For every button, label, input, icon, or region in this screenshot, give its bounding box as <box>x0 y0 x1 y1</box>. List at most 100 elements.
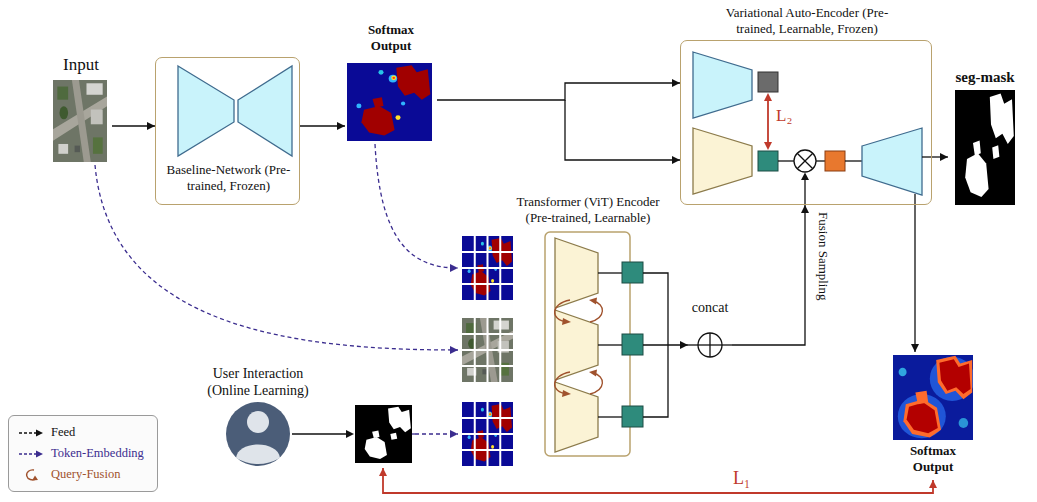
vae-internals-part <box>797 153 813 169</box>
node-label: Softmax Output <box>898 443 968 474</box>
legend-sample <box>17 447 45 461</box>
user-icon-part <box>226 402 290 466</box>
arrow-head <box>337 122 345 130</box>
token-tiles-part <box>462 236 513 300</box>
vit-encoder-internals-part <box>598 416 622 417</box>
feed-connector <box>437 79 680 164</box>
legend-label: Feed <box>51 425 75 440</box>
vit-encoder-internals-part <box>598 272 622 273</box>
legend-line <box>19 432 37 433</box>
vae-internals-part <box>778 160 794 161</box>
seg-mask-picture-part <box>955 90 1015 205</box>
token-tiles-part <box>462 236 513 300</box>
vit-encoder-internals-part <box>555 372 570 394</box>
legend-sample <box>17 468 45 482</box>
legend-label: Query-Fusion <box>51 467 120 482</box>
softmax-picture-part <box>893 355 975 440</box>
legend-box: FeedToken-EmbeddingQuery-Fusion <box>8 415 158 492</box>
vit-encoder-node: Transformer (ViT) Encoder (Pre-trained, … <box>458 230 648 470</box>
legend-label: Token-Embedding <box>51 446 144 461</box>
vae-internals-part <box>862 128 922 195</box>
vae-internals-part <box>845 160 862 161</box>
edge-label: L₁ <box>733 468 750 490</box>
input-image-node: Input <box>50 55 112 165</box>
baseline-hourglass <box>178 66 292 156</box>
vit-encoder-internals-part <box>545 232 630 456</box>
vae-box: Variational Auto-Encoder (Pre-trained, L… <box>680 40 932 205</box>
concat-symbol <box>688 333 732 357</box>
arrow-head <box>672 79 680 87</box>
user-icon-part <box>236 445 280 465</box>
vae-internals-part <box>804 176 805 205</box>
user-icon-part <box>247 411 269 433</box>
token-tiles-part <box>462 318 513 382</box>
node-label: Softmax Output <box>356 22 426 53</box>
arrow-head <box>147 122 155 130</box>
label-anchor: L₂ <box>776 106 792 126</box>
vit-encoder-internals-part <box>590 301 602 322</box>
node-label: User Interaction (Online Learning) <box>198 366 318 400</box>
vae-internals-part <box>758 151 778 171</box>
vit-encoder-internals-part <box>590 373 602 394</box>
feed-connector <box>732 205 809 345</box>
concat-symbol-part <box>688 344 698 345</box>
node-label: Transformer (ViT) Encoder (Pre-trained, … <box>503 194 673 225</box>
arrow-head <box>450 346 458 354</box>
seg-mask-picture <box>955 90 1015 205</box>
vit-encoder-internals-part <box>643 273 668 417</box>
vae-internals-part <box>764 93 772 101</box>
vit-encoder-internals-part <box>555 300 570 322</box>
concat-symbol-part <box>698 333 722 357</box>
input-photo <box>53 80 107 162</box>
node-label: concat <box>680 300 740 317</box>
user-icon-part <box>412 433 415 434</box>
baseline-hourglass-part <box>238 66 292 156</box>
vae-internals <box>693 52 932 205</box>
token-tiles <box>462 236 513 466</box>
user-icon-part <box>346 430 354 438</box>
connector-line <box>95 165 458 350</box>
feed-connector <box>112 122 155 130</box>
node-label: Input <box>50 55 112 75</box>
vae-internals-part <box>914 194 915 205</box>
vit-encoder-internals-part <box>622 262 643 283</box>
legend-row: Token-Embedding <box>17 443 149 464</box>
connector-line <box>914 205 915 352</box>
token-embedding-connector <box>415 430 458 438</box>
softmax-output-node: Softmax Output <box>345 22 437 144</box>
token-tiles-part <box>462 402 513 466</box>
baseline-hourglass-part <box>178 66 234 156</box>
feed-connector <box>300 122 345 130</box>
vae-internals-part <box>693 128 752 194</box>
arrow-head <box>450 430 458 438</box>
arrow-head <box>680 341 688 349</box>
softmax-output-node: Softmax Output <box>888 352 978 480</box>
feed-connector <box>911 205 919 352</box>
vit-encoder-internals-part <box>622 334 643 355</box>
vae-internals-part <box>767 97 769 146</box>
token-embedding-connector <box>95 165 458 354</box>
legend-sample <box>17 426 45 440</box>
user-icon-part <box>355 405 412 463</box>
connector-line <box>437 83 680 100</box>
concat-symbol-part <box>722 344 732 345</box>
edge-label: Fusion Sampling <box>815 212 831 301</box>
connector-line <box>375 144 458 268</box>
arrow-head <box>450 264 458 272</box>
feed-connector <box>379 468 937 493</box>
arrow-head <box>379 468 387 476</box>
softmax-picture <box>893 355 975 440</box>
input-photo-part <box>53 80 107 162</box>
vit-encoder-internals-part <box>589 370 597 377</box>
legend-row: Feed <box>17 422 149 443</box>
vit-encoder-internals-part <box>562 318 571 325</box>
baseline-network-box: Baseline-Network (Pre-trained, Frozen) <box>155 57 300 205</box>
softmax-picture-part <box>347 63 432 141</box>
arrow-head <box>801 205 809 213</box>
vae-internals-part <box>764 142 772 150</box>
vit-encoder-internals <box>545 232 668 456</box>
vit-encoder-internals-part <box>562 390 571 397</box>
arrow-head <box>672 156 680 164</box>
user-interaction-node: User Interaction (Online Learning) <box>210 366 415 468</box>
